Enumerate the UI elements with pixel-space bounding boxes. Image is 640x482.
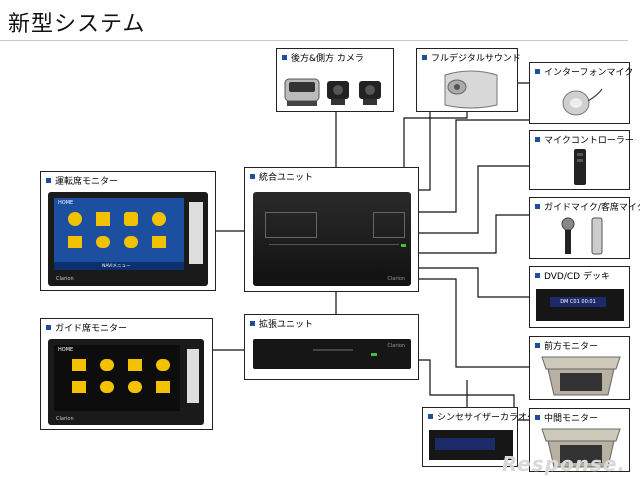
unit-main-box: 統合ユニット Clarion: [244, 167, 419, 292]
tile-icon: [96, 212, 110, 226]
karaoke-box: シンセサイザーカラオケ: [422, 407, 536, 467]
tile-icon: [152, 212, 166, 226]
unit-main-label: 統合ユニット: [259, 173, 314, 183]
label-marker-icon: [535, 137, 540, 142]
watermark: Response.: [501, 452, 626, 476]
camera-icon: [284, 78, 381, 106]
tile-icon: [156, 359, 170, 371]
camera-label: 後方&側方 カメラ: [291, 54, 364, 64]
disc-slot: [313, 349, 353, 351]
status-led: [371, 353, 377, 356]
wire-unit-guidemic2: [419, 214, 529, 254]
mic-controller-box: マイクコントローラー: [529, 130, 634, 190]
driver-monitor-box: 運転席モニター HOME NAVIメニュー Clarion: [40, 171, 216, 291]
tile-icon: [124, 236, 138, 248]
unit-main-device: Clarion: [253, 192, 411, 286]
driver-screen: HOME NAVIメニュー: [54, 198, 184, 270]
label-marker-icon: [428, 414, 433, 419]
guide-monitor-box: ガイド席モニター HOME Clarion: [40, 318, 213, 430]
label-marker-icon: [46, 325, 51, 330]
speaker-icon: [444, 70, 498, 109]
intercom-label: インターフォンマイク: [544, 68, 634, 78]
guide-monitor-label: ガイド席モニター: [55, 324, 128, 334]
label-marker-icon: [535, 69, 540, 74]
karaoke-display: [435, 438, 495, 450]
label-marker-icon: [282, 55, 287, 60]
karaoke-device: [429, 430, 513, 460]
tile-icon: [100, 381, 114, 393]
guide-home-text: HOME: [58, 347, 74, 353]
tile-icon: [128, 359, 142, 371]
tile-icon: [96, 236, 110, 248]
ceiling-monitor-icon: [541, 428, 621, 468]
front-monitor-label: 前方モニター: [544, 342, 599, 352]
handheld-mic-icon: [561, 217, 603, 255]
tile-icon: [156, 381, 170, 393]
dvd-display: DM C01 00:01: [550, 297, 606, 307]
driver-side-buttons: [189, 202, 203, 264]
tile-icon: [128, 381, 142, 393]
label-marker-icon: [250, 174, 255, 179]
tile-icon: [68, 212, 82, 226]
intercom-box: インターフォンマイク: [529, 62, 634, 124]
slot-panel-right: [373, 212, 405, 238]
label-marker-icon: [535, 415, 540, 420]
microphone-icon: [562, 88, 603, 116]
unit-brand: Clarion: [387, 276, 405, 282]
middle-monitor-box: 中間モニター: [529, 408, 630, 472]
mic-controller-label: マイクコントローラー: [544, 136, 634, 146]
tile-icon: [100, 359, 114, 371]
driver-brand: Clarion: [56, 276, 74, 282]
mic-controller-icon: [574, 149, 586, 185]
label-marker-icon: [46, 178, 51, 183]
dvd-label: DVD/CD デッキ: [544, 272, 610, 282]
dvd-device: DM C01 00:01: [536, 289, 624, 321]
tile-icon: [72, 381, 86, 393]
tile-icon: [72, 359, 86, 371]
full-digital-label: フルデジタルサウンド: [431, 54, 521, 64]
label-marker-icon: [422, 55, 427, 60]
front-monitor-box: 前方モニター: [529, 336, 630, 400]
dvd-box: DVD/CD デッキ DM C01 00:01: [529, 266, 630, 328]
label-marker-icon: [535, 343, 540, 348]
guide-mic-box: ガイドマイク/客席マイク: [529, 197, 640, 259]
page-title: 新型システム: [8, 12, 146, 37]
wire-sound-unit: [403, 112, 468, 167]
label-marker-icon: [250, 321, 255, 326]
driver-tile-grid: [68, 212, 172, 254]
ceiling-monitor-icon: [541, 356, 621, 396]
driver-home-text: HOME: [58, 200, 74, 206]
karaoke-label: シンセサイザーカラオケ: [437, 413, 537, 423]
expansion-device: Clarion: [253, 339, 411, 369]
expansion-unit-box: 拡張ユニット Clarion: [244, 314, 419, 380]
middle-monitor-label: 中間モニター: [544, 414, 599, 424]
status-led: [401, 244, 406, 247]
wire-front-monitor: [419, 278, 529, 368]
full-digital-sound-box: フルデジタルサウンド: [416, 48, 521, 112]
slot-panel: [265, 212, 317, 238]
panel-line: [269, 244, 399, 245]
camera-box: 後方&側方 カメラ: [276, 48, 394, 112]
guide-mic-label: ガイドマイク/客席マイク: [544, 203, 640, 213]
wire-dvd: [419, 267, 529, 298]
driver-monitor-label: 運転席モニター: [55, 177, 119, 187]
driver-nav-text: NAVIメニュー: [102, 264, 131, 269]
label-marker-icon: [535, 273, 540, 278]
tile-icon: [68, 236, 82, 248]
guide-side-buttons: [187, 349, 199, 403]
wire-guide-mic: [419, 165, 529, 234]
guide-screen: HOME: [54, 345, 180, 411]
guide-brand: Clarion: [56, 416, 74, 422]
tile-icon: [124, 212, 138, 226]
tile-icon: [152, 236, 166, 248]
expansion-brand: Clarion: [387, 343, 405, 349]
driver-screen-footer: NAVIメニュー: [54, 262, 184, 270]
title-divider: [0, 40, 628, 41]
wire-mic-controller: [419, 119, 529, 213]
label-marker-icon: [535, 204, 540, 209]
guide-monitor-device: HOME Clarion: [48, 339, 204, 425]
driver-monitor-device: HOME NAVIメニュー Clarion: [48, 192, 208, 286]
expansion-label: 拡張ユニット: [259, 320, 314, 330]
